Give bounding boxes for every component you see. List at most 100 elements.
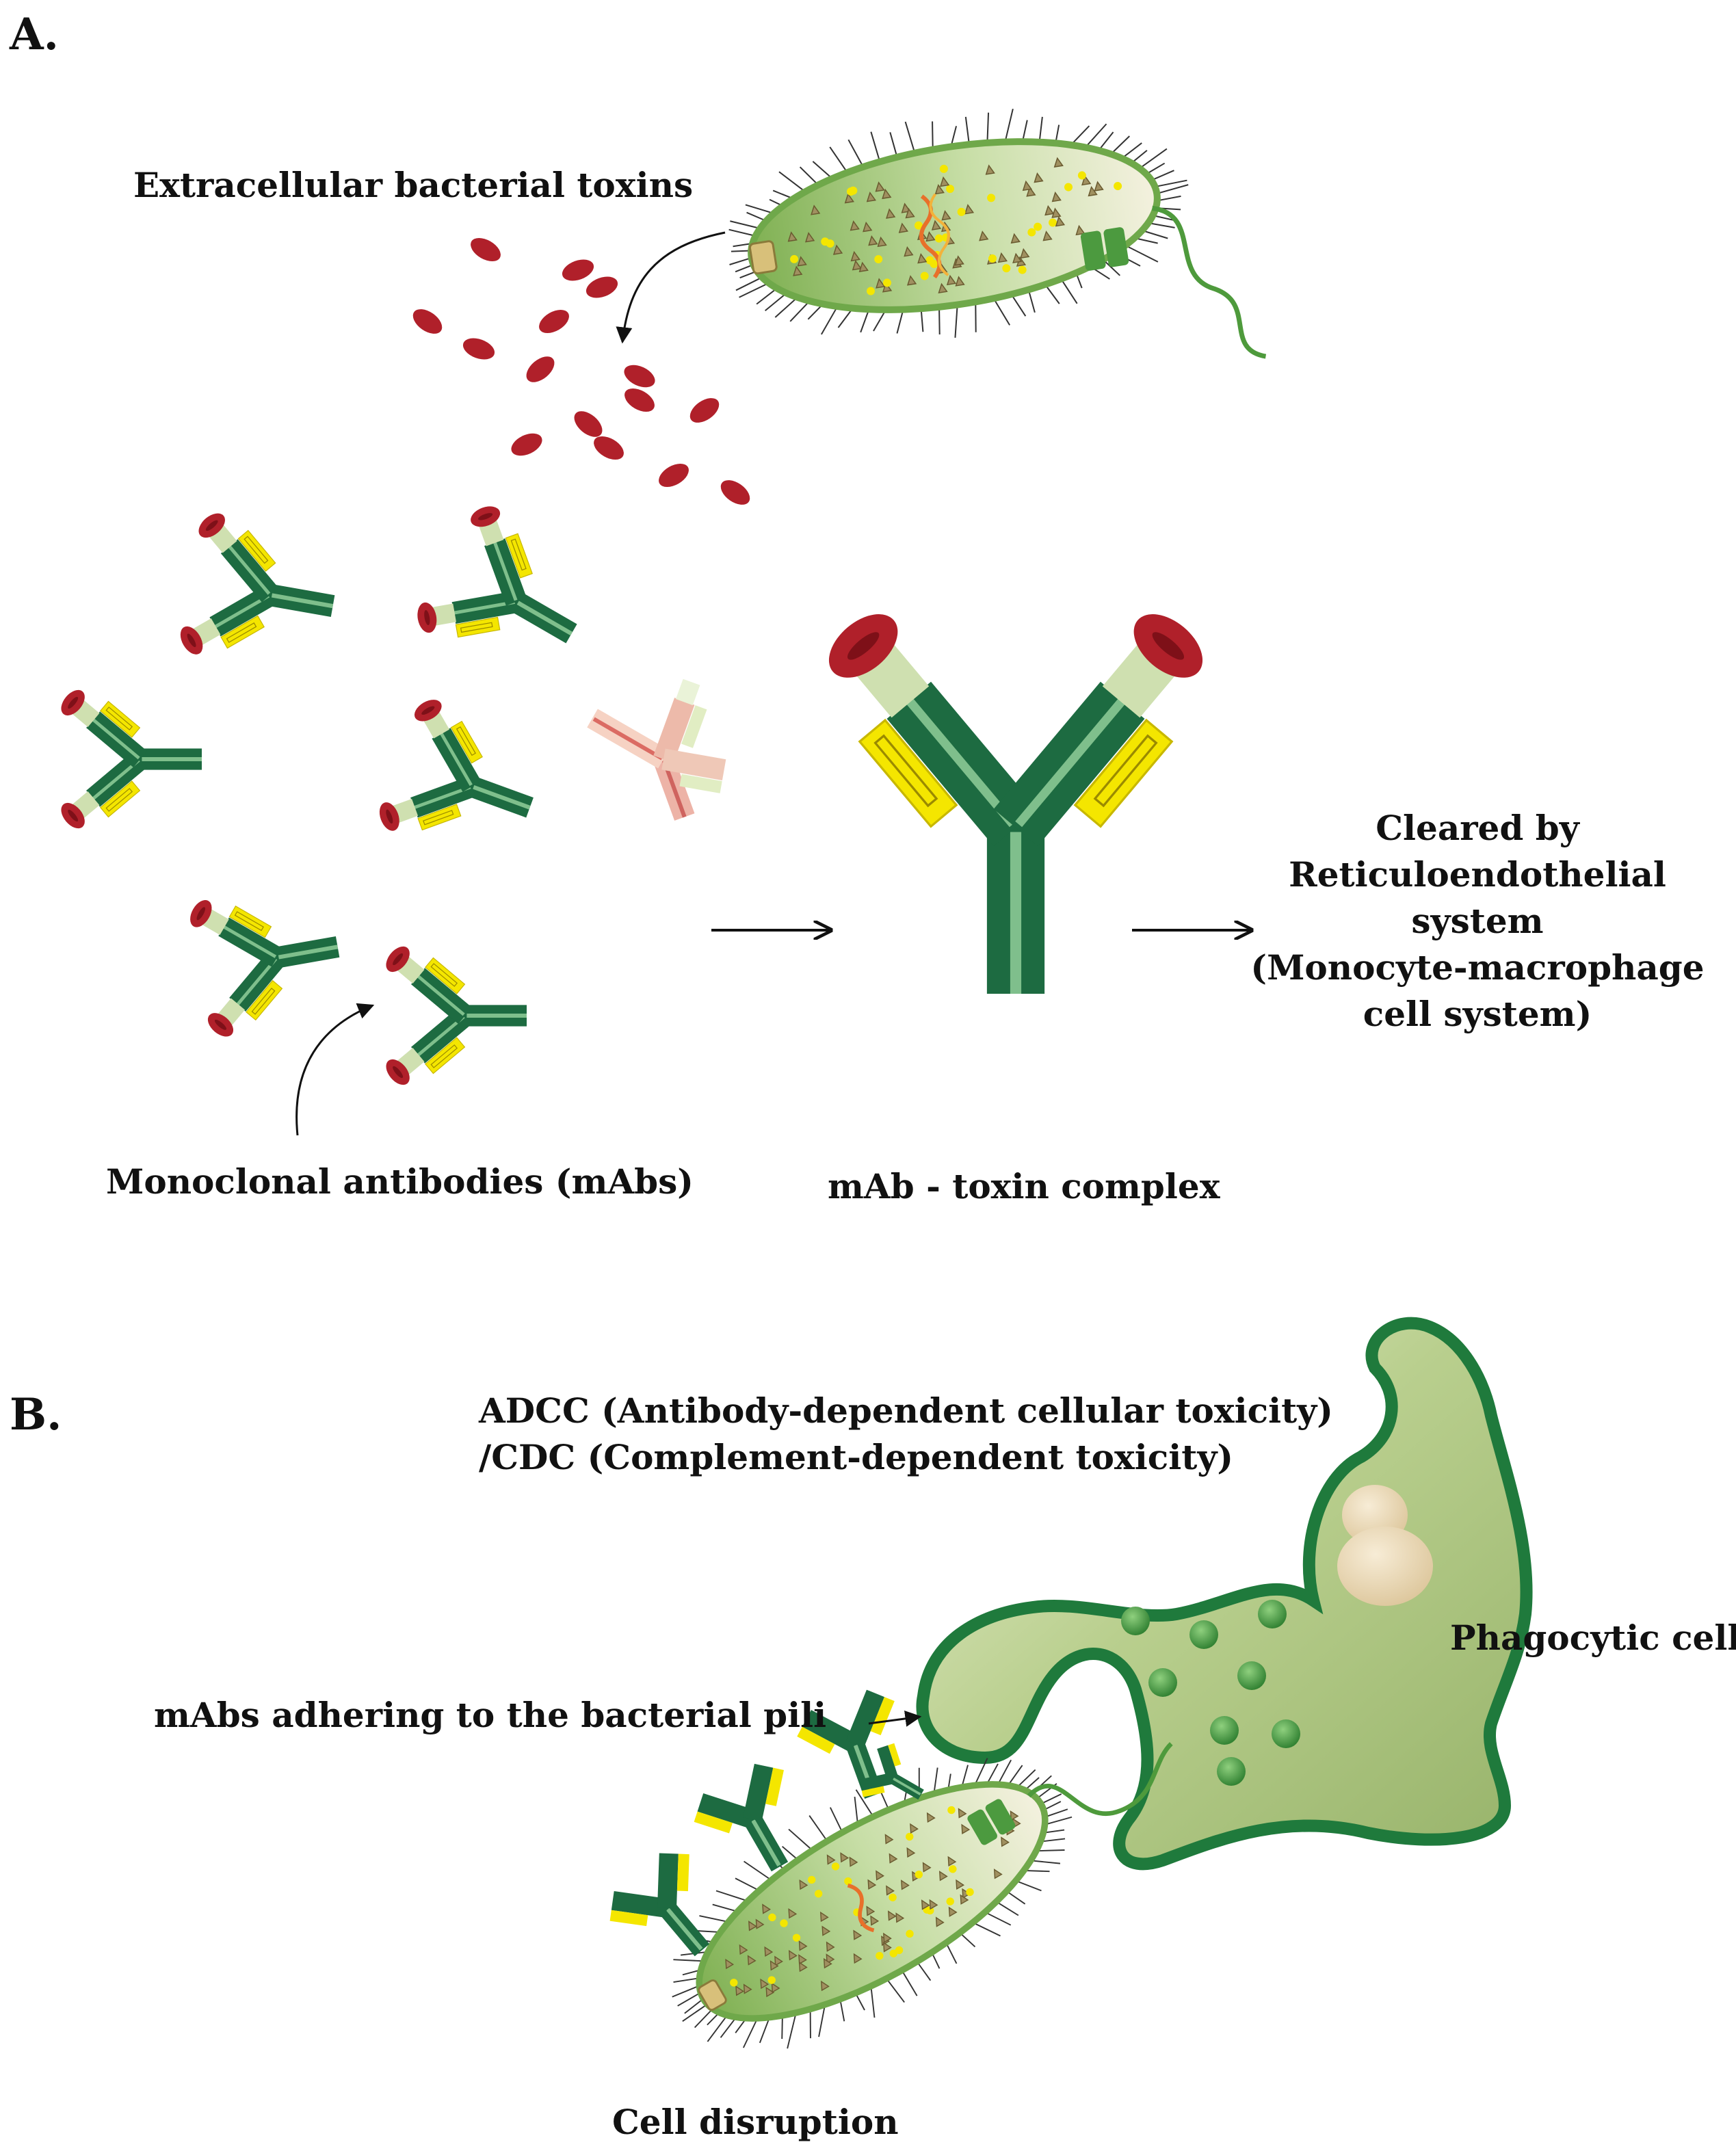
toxin-particle: [574, 411, 603, 437]
pilus: [1021, 120, 1028, 142]
pilus: [1044, 284, 1060, 304]
granule-yellow: [790, 254, 799, 263]
toxin-particle: [720, 480, 750, 505]
granule-yellow: [947, 1806, 956, 1815]
pilus: [855, 1789, 874, 1817]
pilus: [735, 276, 763, 291]
granule-brown: [735, 1985, 745, 1996]
toxin-particle: [511, 433, 542, 456]
toxins-label: Extracellular bacterial toxins: [133, 165, 693, 205]
pilus: [1044, 1816, 1073, 1825]
bacterium-a-granules: [787, 157, 1122, 295]
antibody-1: [170, 497, 348, 689]
toxin-particle: [624, 365, 655, 388]
pilus: [789, 300, 811, 322]
granule-yellow: [1114, 182, 1122, 191]
granule-brown: [886, 208, 896, 219]
granule-brown: [958, 1808, 967, 1819]
granule-brown: [961, 1823, 971, 1834]
granule-yellow: [876, 1951, 884, 1960]
pilus: [812, 161, 833, 179]
granule-yellow: [949, 1865, 957, 1873]
granule-brown: [852, 260, 863, 271]
granule-brown: [850, 220, 860, 231]
phagocyte-granule: [1237, 1661, 1266, 1690]
granule-brown: [875, 181, 885, 192]
pilus: [916, 1961, 932, 1981]
pilus: [735, 1877, 760, 1892]
pilus: [870, 131, 881, 162]
pilus: [972, 1922, 1001, 1937]
granule-brown: [931, 220, 942, 230]
granule-brown: [917, 253, 928, 264]
granule-yellow: [874, 255, 883, 264]
granule-brown: [867, 1879, 877, 1890]
granule-brown: [888, 1910, 897, 1921]
granule-brown: [929, 1899, 938, 1910]
pilus: [720, 2016, 737, 2038]
pilus: [1139, 148, 1168, 169]
granule-brown: [798, 1940, 808, 1951]
pilus: [933, 1767, 938, 1794]
granule-yellow: [966, 1888, 974, 1897]
pilus: [1040, 1838, 1066, 1843]
pilus: [1043, 1829, 1065, 1834]
granule-brown: [954, 255, 964, 266]
granule-yellow: [946, 1897, 954, 1905]
granule-yellow: [1002, 264, 1011, 273]
granule-brown: [906, 275, 917, 286]
pilus: [829, 1807, 843, 1833]
pilus: [673, 1959, 704, 1962]
granule-brown: [906, 1847, 916, 1858]
granule-yellow: [814, 1890, 823, 1898]
granule-brown: [811, 204, 821, 215]
pilus: [764, 292, 787, 312]
mabs-pointer-arrow: [295, 1003, 375, 1136]
pilus: [932, 121, 934, 150]
pilus: [1125, 244, 1159, 263]
granule-brown: [1001, 1836, 1010, 1847]
granule-yellow: [934, 234, 943, 243]
toxin-particle: [624, 388, 655, 412]
phagocyte-granule: [1272, 1719, 1300, 1748]
cleared-line-3: system: [1411, 901, 1543, 941]
granule-yellow: [1018, 265, 1027, 274]
granule-brown: [770, 1960, 779, 1971]
granule-brown: [882, 188, 892, 200]
granule-brown: [985, 164, 995, 175]
pilus: [682, 2003, 708, 2022]
granule-brown: [877, 236, 887, 248]
toxin-particle: [471, 237, 501, 262]
granule-brown: [821, 1925, 831, 1936]
toxin-particle: [412, 309, 443, 334]
pilus: [707, 2015, 728, 2042]
granule-brown: [1026, 186, 1036, 197]
granule-yellow: [768, 1913, 776, 1922]
granule-brown: [883, 1932, 892, 1944]
granule-brown: [1010, 233, 1021, 244]
pilus: [694, 2008, 713, 2029]
pilus: [778, 171, 806, 193]
pilus: [873, 309, 886, 332]
granule-brown: [739, 1944, 748, 1955]
granule-brown: [798, 1954, 807, 1965]
granule-yellow: [906, 1832, 914, 1841]
granule-brown: [764, 1946, 774, 1957]
pilus: [788, 1828, 813, 1851]
granule-brown: [789, 1950, 798, 1961]
pilus: [781, 2015, 783, 2040]
granule-yellow: [914, 221, 923, 230]
pilus: [1148, 222, 1175, 228]
pilus: [787, 2012, 797, 2049]
pilus: [938, 306, 941, 334]
granule-brown: [798, 1962, 808, 1972]
pilus: [759, 2017, 770, 2044]
phagocyte-granule: [1217, 1757, 1246, 1786]
pili-label: mAbs adhering to the bacterial pili: [154, 1695, 826, 1735]
pilus: [1044, 1808, 1068, 1818]
granule-brown: [747, 1955, 757, 1966]
antibody-2: [399, 486, 614, 707]
granule-yellow: [846, 187, 855, 196]
granule-brown: [788, 1908, 798, 1919]
